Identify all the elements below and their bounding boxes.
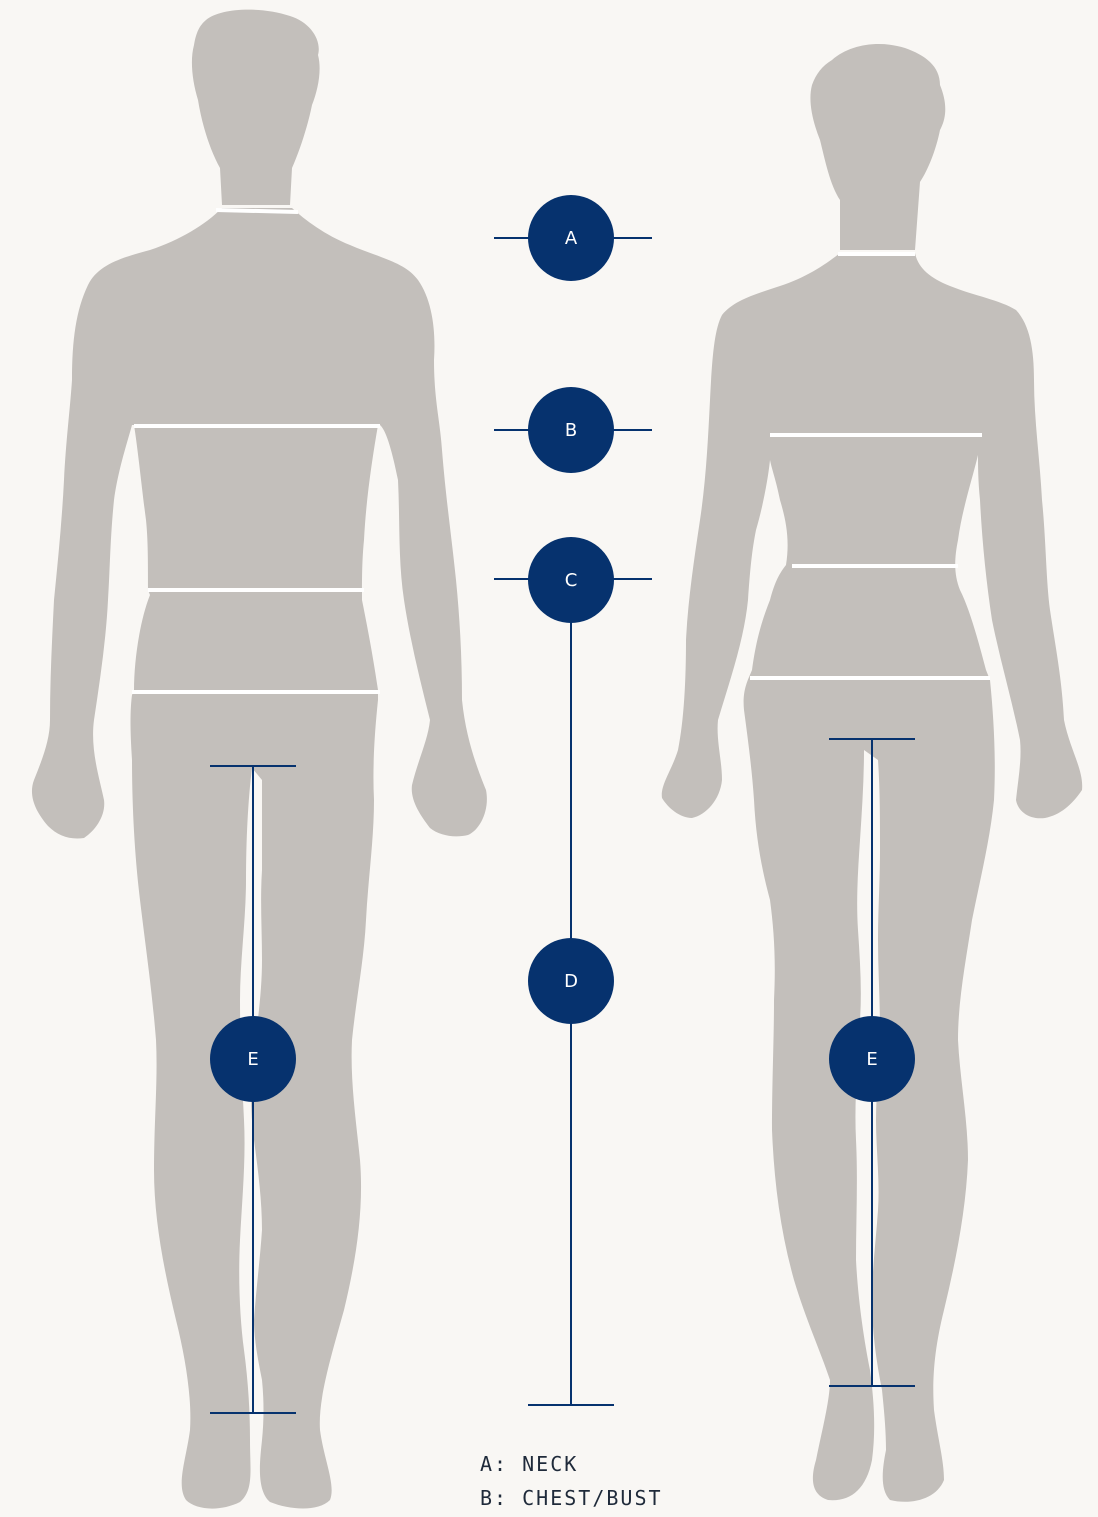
marker-e-male-label: E bbox=[247, 1049, 258, 1070]
male-silhouette bbox=[32, 10, 487, 1509]
marker-d: D bbox=[528, 938, 614, 1024]
legend-row-b: B: CHEST/BUST bbox=[480, 1481, 663, 1515]
marker-c: C bbox=[528, 537, 614, 623]
marker-e-female-label: E bbox=[866, 1049, 877, 1070]
marker-e-female: E bbox=[829, 1016, 915, 1102]
measurement-legend: A: NECK B: CHEST/BUST bbox=[480, 1447, 663, 1515]
legend-key: A: bbox=[480, 1452, 508, 1476]
marker-a: A bbox=[528, 195, 614, 281]
legend-label: NECK bbox=[522, 1452, 578, 1476]
marker-e-male: E bbox=[210, 1016, 296, 1102]
legend-row-a: A: NECK bbox=[480, 1447, 663, 1481]
marker-c-label: C bbox=[565, 570, 578, 591]
marker-d-label: D bbox=[564, 971, 578, 992]
marker-b: B bbox=[528, 387, 614, 473]
marker-a-label: A bbox=[565, 228, 578, 249]
legend-key: B: bbox=[480, 1486, 508, 1510]
male-neck-line bbox=[216, 210, 298, 212]
marker-b-label: B bbox=[565, 420, 577, 441]
legend-label: CHEST/BUST bbox=[522, 1486, 662, 1510]
